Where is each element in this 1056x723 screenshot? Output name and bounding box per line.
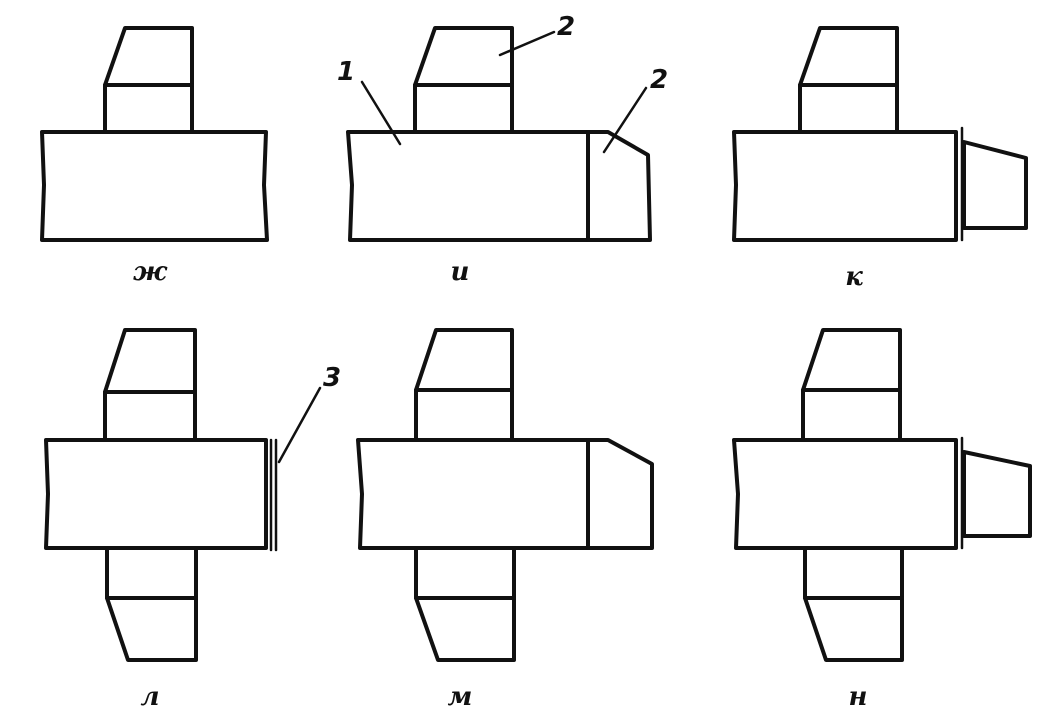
figure-zh: ж: [40, 26, 269, 287]
figure-caption-zh: ж: [133, 257, 168, 287]
side-cutting-tool: [586, 438, 654, 550]
callout-label-2-side: 2: [650, 65, 668, 95]
figure-caption-l: л: [140, 682, 159, 712]
figure-n: н: [732, 328, 1032, 712]
callout-label-1: 1: [337, 57, 355, 87]
workpiece: [732, 438, 958, 550]
leader-line-3: [277, 386, 322, 464]
workpiece: [346, 130, 590, 242]
cutting-tool-bottom: [105, 546, 198, 662]
cutting-tool-top: [414, 328, 514, 442]
figure-k: к: [732, 26, 1028, 292]
figure-m: м: [356, 328, 654, 712]
workpiece: [356, 438, 590, 550]
workpiece: [40, 130, 269, 242]
leader-line-1: [360, 80, 402, 146]
figure-i: 1 2 2 и: [337, 12, 668, 287]
workpiece: [732, 130, 958, 242]
figure-l: 3 л: [44, 328, 341, 712]
figure-caption-k: к: [845, 262, 863, 292]
callout-label-3: 3: [323, 363, 341, 393]
leader-line-2-side: [602, 86, 648, 154]
cutting-tool-top: [798, 26, 899, 134]
figure-caption-m: м: [448, 682, 473, 712]
callout-label-2-top: 2: [557, 12, 575, 42]
cutting-tool-top: [103, 26, 194, 134]
cutting-tool-top: [801, 328, 902, 442]
workpiece: [44, 438, 268, 550]
cutting-tool-top: [413, 26, 514, 134]
side-cutting-tool: [586, 130, 652, 242]
figure-caption-i: и: [451, 257, 470, 287]
figure-caption-n: н: [849, 682, 868, 712]
end-cutting-tool: [962, 450, 1032, 538]
end-cutting-tool: [962, 140, 1028, 230]
cutting-tool-bottom: [414, 546, 516, 662]
cutting-tool-top: [103, 328, 197, 442]
cutting-tool-bottom: [803, 546, 904, 662]
leader-line-2-top: [498, 30, 556, 57]
